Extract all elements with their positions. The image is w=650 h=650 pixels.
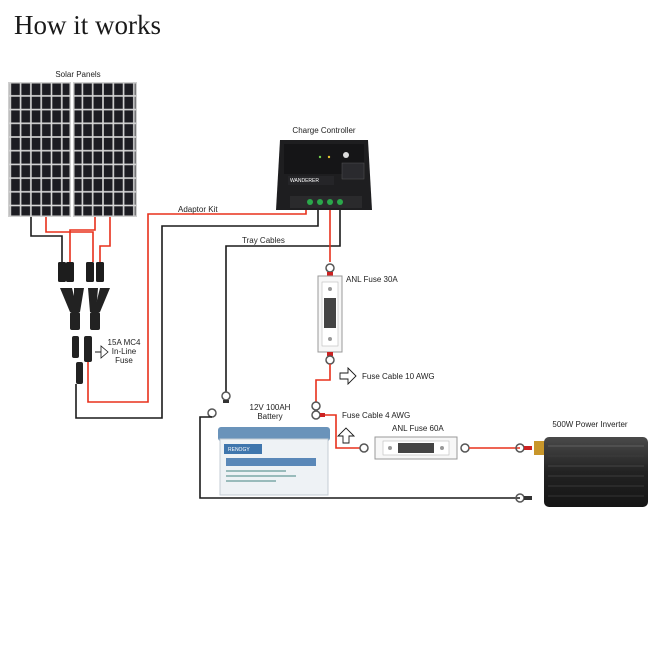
tray-cables — [225, 206, 341, 392]
fuse-cable-4-label: Fuse Cable 4 AWG — [342, 411, 410, 420]
inline-fuse — [72, 336, 109, 384]
inverter-label: 500W Power Inverter — [552, 420, 627, 429]
power-inverter — [534, 437, 648, 507]
adaptor-kit-label: Adaptor Kit — [178, 205, 218, 214]
battery: RENOGY — [218, 427, 330, 496]
anl-fuse-60a — [359, 436, 470, 460]
panel-leads — [30, 217, 111, 262]
controller-brand: WANDERER — [290, 178, 319, 184]
anl-fuse-30a — [317, 263, 343, 365]
page-title: How it works — [14, 10, 161, 40]
adaptor-kit-wires — [75, 206, 319, 419]
battery-label-2: Battery — [257, 412, 282, 421]
solar-panel-right — [73, 82, 137, 217]
fuse-cable-10-awg — [315, 364, 331, 402]
solar-panel-left — [8, 82, 71, 217]
arrow-up-icon — [336, 427, 356, 444]
mc4-branch-connectors — [60, 288, 110, 330]
fuse-cable-4-awg — [325, 414, 360, 449]
tray-cables-label: Tray Cables — [242, 236, 285, 245]
inline-fuse-label-3: Fuse — [115, 356, 133, 365]
solar-panels-label: Solar Panels — [55, 70, 100, 79]
anl-fuse-60a-label: ANL Fuse 60A — [392, 424, 444, 433]
battery-label-1: 12V 100AH — [250, 403, 291, 412]
fuse-cable-10-label: Fuse Cable 10 AWG — [362, 372, 435, 381]
anl-fuse-30a-label: ANL Fuse 30A — [346, 275, 398, 284]
charge-controller: WANDERER — [276, 140, 372, 210]
arrow-right-icon — [339, 366, 357, 386]
charge-controller-label: Charge Controller — [292, 126, 355, 135]
mc4-connectors — [58, 262, 104, 282]
negative-cable — [199, 416, 520, 499]
inline-fuse-label-2: In-Line — [112, 347, 137, 356]
battery-brand: RENOGY — [228, 447, 250, 453]
inverter-lugs — [515, 443, 532, 503]
inline-fuse-label-1: 15A MC4 — [108, 338, 141, 347]
